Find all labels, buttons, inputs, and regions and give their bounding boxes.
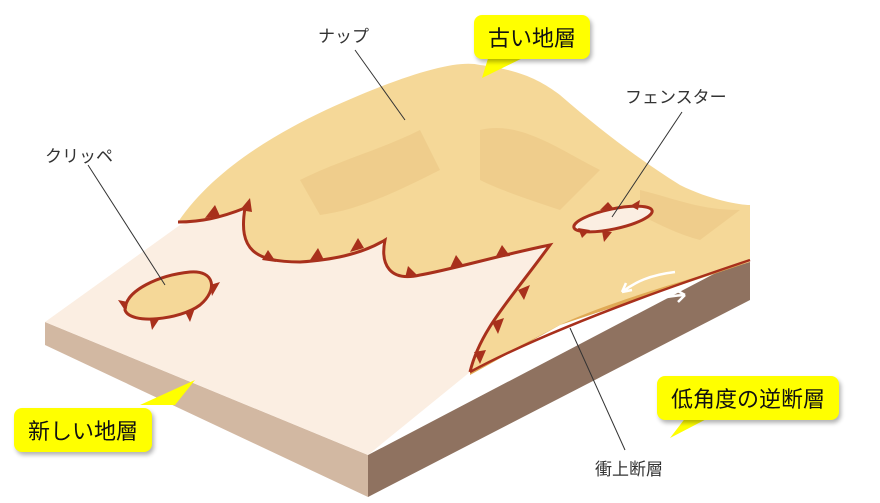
label-fenster: フェンスター <box>625 88 727 108</box>
callout-low-angle-reverse-fault: 低角度の逆断層 <box>657 376 840 420</box>
thrust-teeth <box>205 198 530 364</box>
leader-lines <box>87 49 683 451</box>
label-klippe: クリッペ <box>45 147 113 167</box>
label-nappe: ナップ <box>318 27 369 47</box>
front-face <box>45 322 368 497</box>
side-fault-line <box>469 258 751 374</box>
motion-arrow-upper <box>620 270 676 294</box>
klippe <box>118 270 220 330</box>
callout-tail-new <box>140 380 195 405</box>
callout-new-strata: 新しい地層 <box>14 408 153 452</box>
label-thrust-fault: 衝上断層 <box>595 460 663 480</box>
thrust-front-line <box>177 205 554 373</box>
fenster <box>572 200 654 242</box>
motion-arrow-lower <box>629 288 686 310</box>
nappe-surface <box>178 63 750 372</box>
nappe-shading <box>300 128 740 240</box>
callout-old-strata: 古い地層 <box>474 15 591 59</box>
side-face-lower <box>368 255 750 497</box>
